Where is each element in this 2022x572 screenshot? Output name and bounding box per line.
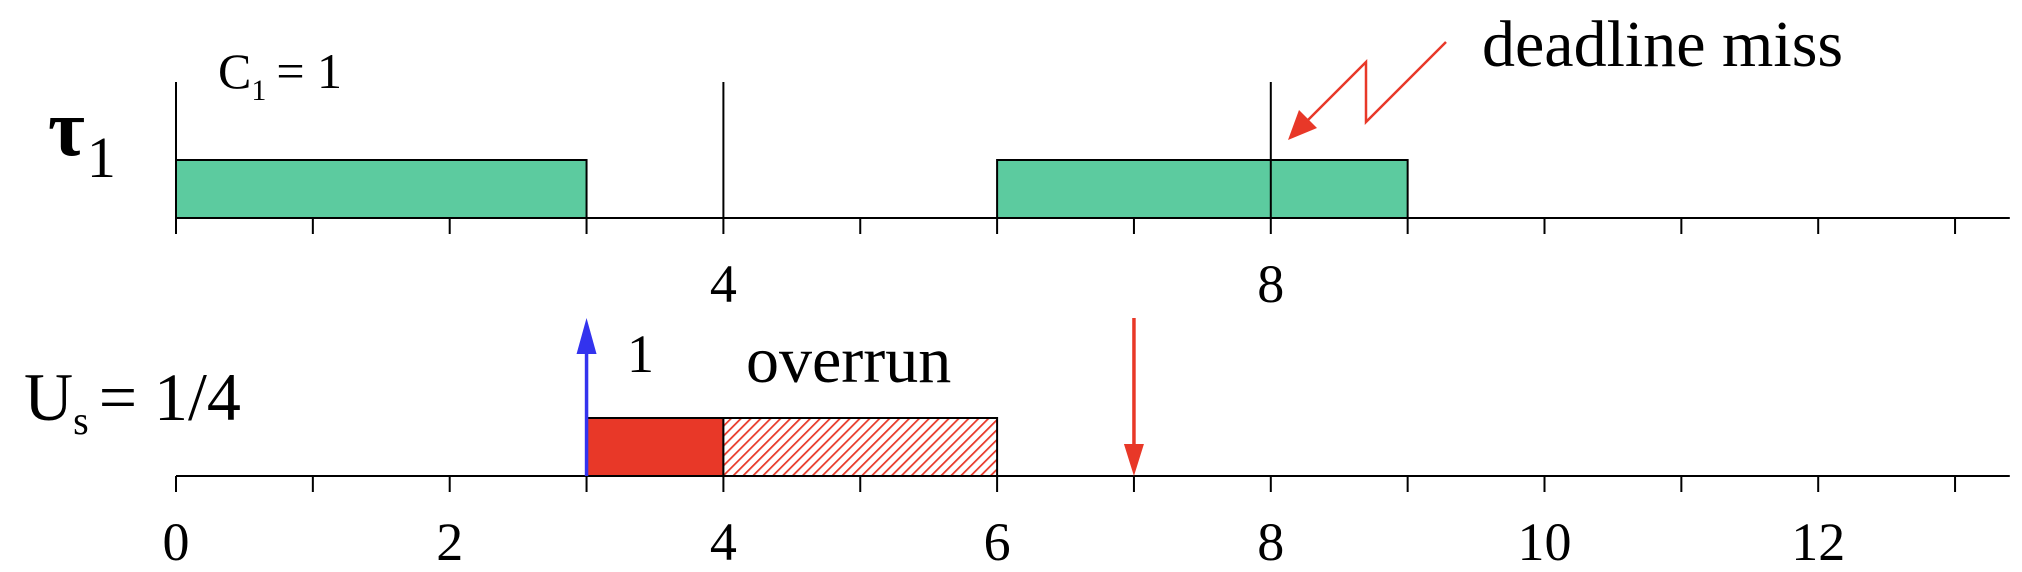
tau1-tick-label: 4 [710,254,737,314]
server-tick-label: 12 [1791,512,1845,572]
server-overrun-block [722,417,999,477]
task-label: τ1 [48,85,116,190]
server-tick-label: 0 [163,512,190,572]
server-tick-label: 10 [1518,512,1572,572]
wcet-label: C1= 1 [218,43,342,107]
deadline-miss-arrow [1288,41,1447,140]
tau1-job-block [175,159,588,219]
server-deadline-arrowhead [1123,444,1144,476]
server-label: Us= 1/4 [24,359,241,443]
overrun-label: overrun [746,324,951,397]
deadline-miss-label: deadline miss [1482,8,1843,81]
server-tick-label: 4 [710,512,737,572]
tau1-tick-label: 8 [1257,254,1284,314]
server-timeline: 0 2 4 6 8 10 12 [163,318,2010,572]
server-tick-label: 2 [436,512,463,572]
server-tick-label: 6 [984,512,1011,572]
server-tick-label: 8 [1257,512,1284,572]
request-amount-label: 1 [627,324,654,384]
tau1-job-block [996,159,1409,219]
request-arrival-arrowhead [576,318,597,354]
server-execution-block [585,417,725,477]
